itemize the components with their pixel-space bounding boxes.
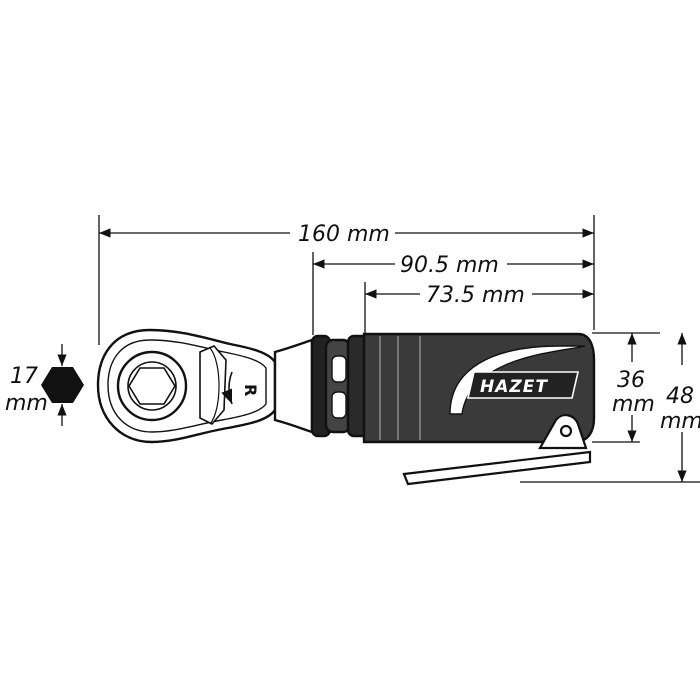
ratchet-neck	[273, 338, 314, 434]
motor-body	[310, 332, 596, 444]
hex-size-dimension	[41, 344, 84, 426]
body-length-dimension	[312, 252, 594, 335]
overall-length-label: 160 mm	[298, 222, 390, 247]
overall-length-dimension	[98, 215, 595, 345]
brand-logo: HAZET	[480, 377, 548, 397]
body-length-label: 90.5 mm	[400, 253, 499, 278]
body-height-dimension	[592, 332, 660, 443]
hex-size-unit: mm	[5, 391, 48, 416]
body-height-unit: mm	[612, 392, 655, 417]
total-height-dimension	[520, 333, 700, 483]
grip-length-dimension	[364, 282, 594, 335]
total-height-value: 48	[666, 384, 694, 409]
grip-length-label: 73.5 mm	[426, 283, 525, 308]
throttle-lever	[402, 414, 592, 486]
direction-marker: R	[241, 384, 260, 396]
total-height-unit: mm	[660, 409, 700, 434]
direction-arrow-icon	[221, 371, 233, 405]
ratchet-head	[96, 328, 277, 444]
hex-icon	[41, 367, 84, 403]
hex-size-value: 17	[10, 364, 38, 389]
body-height-value: 36	[617, 368, 645, 393]
